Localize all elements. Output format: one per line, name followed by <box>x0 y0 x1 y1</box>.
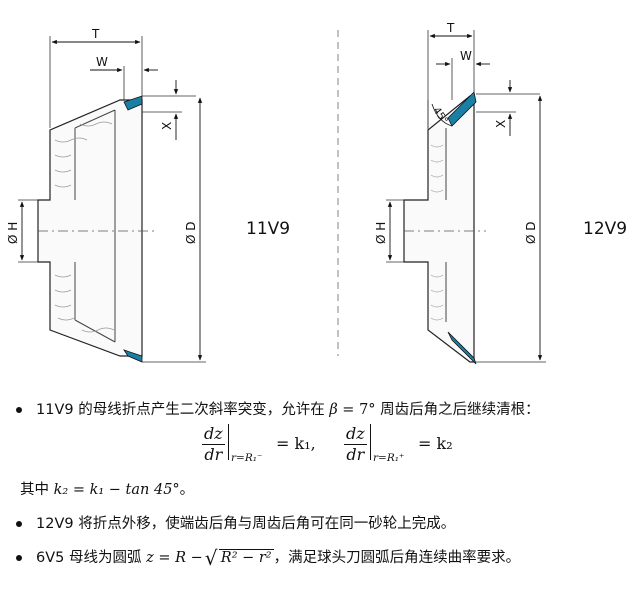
line2-prefix: 其中 <box>20 482 54 498</box>
frac-2-num: dz <box>344 424 367 445</box>
line2-suffix: 。 <box>179 482 195 498</box>
dim-w-right: W <box>460 49 472 63</box>
eq-rest-1: = k₁, <box>276 434 316 453</box>
bullet-dot <box>16 407 22 413</box>
frac-1-den: dr <box>204 445 223 464</box>
bullet-12v9-text: 12V9 将折点外移，使端齿后角与周齿后角可在同一砂轮上完成。 <box>36 516 456 532</box>
type-label-12v9: 12V9 <box>583 219 627 239</box>
b3-math-root: R² − r² <box>218 549 274 566</box>
bullet-dot <box>16 521 22 527</box>
bullet-12v9: 12V9 将折点外移，使端齿后角与周齿后角可在同一砂轮上完成。 <box>10 512 630 534</box>
bullet-6v5-text: 6V5 母线为圆弧 z = R −√R² − r²，满足球头刀圆弧后角连续曲率要… <box>36 546 521 570</box>
wheel-12v9-drawing <box>386 30 546 365</box>
eval-bar-2 <box>370 424 371 460</box>
b3-prefix: 6V5 母线为圆弧 <box>36 550 147 566</box>
frac-2-den: dr <box>346 445 365 464</box>
dim-w-left: W <box>96 55 108 69</box>
b1-beta: β <box>329 402 338 418</box>
bullet-11v9-text: 11V9 的母线折点产生二次斜率突变，允许在 β = 7° 周齿后角之后继续清根… <box>36 398 540 419</box>
dim-t-left: T <box>91 27 100 41</box>
eval-bar-1 <box>228 424 229 460</box>
dim-d-left: Ø D <box>184 222 198 245</box>
b1-prefix: 11V9 的母线折点产生二次斜率突变，允许在 <box>36 402 330 418</box>
derivative-equations: dz dr r=R₁⁻ = k₁, dz dr r=R₁⁺ = k₂ <box>0 418 636 474</box>
dim-d-right: Ø D <box>524 222 538 245</box>
frac-2: dz dr <box>344 424 367 465</box>
k2-relation: 其中 k₂ = k₁ − tan 45°。 <box>20 478 194 499</box>
dim-t-right: T <box>446 21 455 35</box>
eval-sub-1: r=R₁⁻ <box>231 452 263 464</box>
b1-suffix: 周齿后角之后继续清根： <box>375 402 540 418</box>
radical-sign: √ <box>204 546 218 570</box>
dim-x-right: X <box>494 120 508 128</box>
frac-1-num: dz <box>202 424 225 445</box>
sqrt-expression: √R² − r² <box>205 546 274 570</box>
dim-h-left: Ø H <box>6 222 20 244</box>
b3-math-lhs: z = R − <box>146 550 203 566</box>
eval-sub-2: r=R₁⁺ <box>373 452 405 464</box>
b1-eq: = 7° <box>337 402 376 418</box>
b3-suffix: ，满足球头刀圆弧后角连续曲率要求。 <box>273 550 521 566</box>
eq-rest-2: = k₂ <box>418 434 453 453</box>
wheel-11v9-drawing <box>18 36 206 363</box>
frac-1: dz dr <box>202 424 225 465</box>
bullet-11v9: 11V9 的母线折点产生二次斜率突变，允许在 β = 7° 周齿后角之后继续清根… <box>10 398 630 420</box>
type-label-11v9: 11V9 <box>246 219 290 239</box>
dim-h-right: Ø H <box>374 222 388 244</box>
line2-math: k₂ = k₁ − tan 45° <box>53 482 180 498</box>
bullet-dot <box>16 555 22 561</box>
dim-x-left: X <box>160 122 174 130</box>
grinding-wheel-figure: T W X Ø D Ø H 11V9 <box>6 21 627 365</box>
bullet-6v5: 6V5 母线为圆弧 z = R −√R² − r²，满足球头刀圆弧后角连续曲率要… <box>10 546 630 572</box>
